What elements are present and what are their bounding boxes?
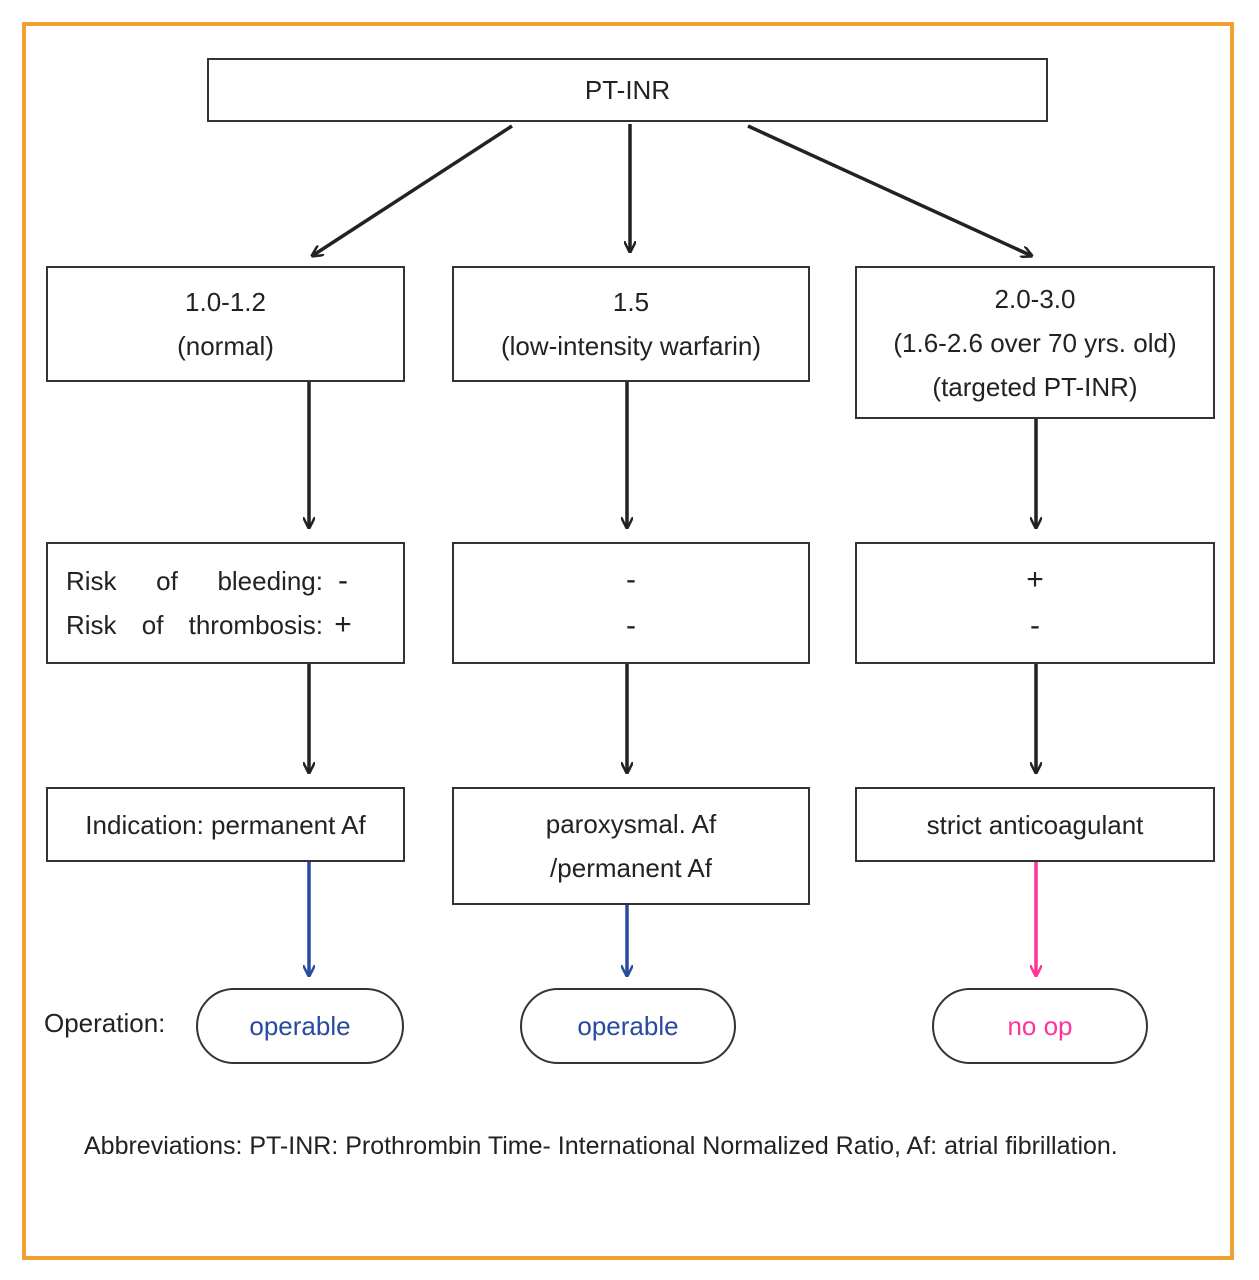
operation-result: no op: [1007, 1010, 1073, 1041]
range-box-targeted: 2.0-3.0 (1.6-2.6 over 70 yrs. old) (targ…: [855, 266, 1215, 419]
root-box: PT-INR: [207, 58, 1048, 122]
abbreviations-note: Abbreviations: PT-INR: Prothrombin Time-…: [84, 1132, 1118, 1160]
range-box-low-intensity: 1.5 (low-intensity warfarin): [452, 266, 810, 382]
operation-pill-normal: operable: [196, 988, 404, 1064]
risk-of-bleeding-value: -: [338, 564, 348, 597]
range-value: 1.0-1.2: [185, 287, 266, 317]
risk-box-low-intensity: - -: [452, 542, 810, 664]
range-description: (low-intensity warfarin): [500, 331, 762, 361]
arrow-root-to-col3: [747, 124, 1032, 256]
range-description: (1.6-2.6 over 70 yrs. old): [893, 327, 1177, 358]
arrow-root-to-col1: [312, 124, 513, 256]
indication-box-normal: Indication: permanent Af: [46, 787, 405, 862]
risk-box-normal: Risk of bleeding: - Risk of thrombosis: …: [46, 542, 405, 664]
indication-text: Indication: permanent Af: [85, 809, 366, 840]
operation-pill-low-intensity: operable: [520, 988, 736, 1064]
operation-pill-targeted: no op: [932, 988, 1148, 1064]
risk-row-thrombosis: Risk of thrombosis: +: [66, 603, 363, 647]
risk-box-targeted: + -: [855, 542, 1215, 664]
risk-of-bleeding-value: -: [626, 563, 636, 596]
indication-box-targeted: strict anticoagulant: [855, 787, 1215, 862]
risk-of-bleeding-value: +: [1026, 563, 1044, 596]
operation-label: Operation:: [44, 1008, 166, 1038]
indication-text: strict anticoagulant: [926, 809, 1144, 840]
range-box-normal: 1.0-1.2 (normal): [46, 266, 405, 382]
range-value: 2.0-3.0: [994, 283, 1076, 314]
range-description: (normal): [177, 331, 274, 361]
risk-of-thrombosis-value: +: [334, 608, 352, 641]
diagram-frame: [22, 22, 1234, 1260]
root-label: PT-INR: [584, 75, 671, 105]
indication-text: paroxysmal. Af: [545, 809, 717, 839]
indication-box-low-intensity: paroxysmal. Af /permanent Af: [452, 787, 810, 905]
risk-of-thrombosis-value: -: [1030, 609, 1040, 642]
risk-of-thrombosis-label: Risk of thrombosis:: [66, 610, 323, 640]
operation-result: operable: [249, 1010, 351, 1041]
range-note: (targeted PT-INR): [932, 371, 1138, 402]
risk-of-thrombosis-value: -: [626, 609, 636, 642]
risk-of-bleeding-label: Risk of bleeding:: [66, 566, 323, 596]
risk-row-bleeding: Risk of bleeding: -: [66, 559, 363, 603]
range-value: 1.5: [612, 287, 650, 317]
operation-result: operable: [577, 1010, 679, 1041]
indication-text-2: /permanent Af: [550, 853, 712, 883]
